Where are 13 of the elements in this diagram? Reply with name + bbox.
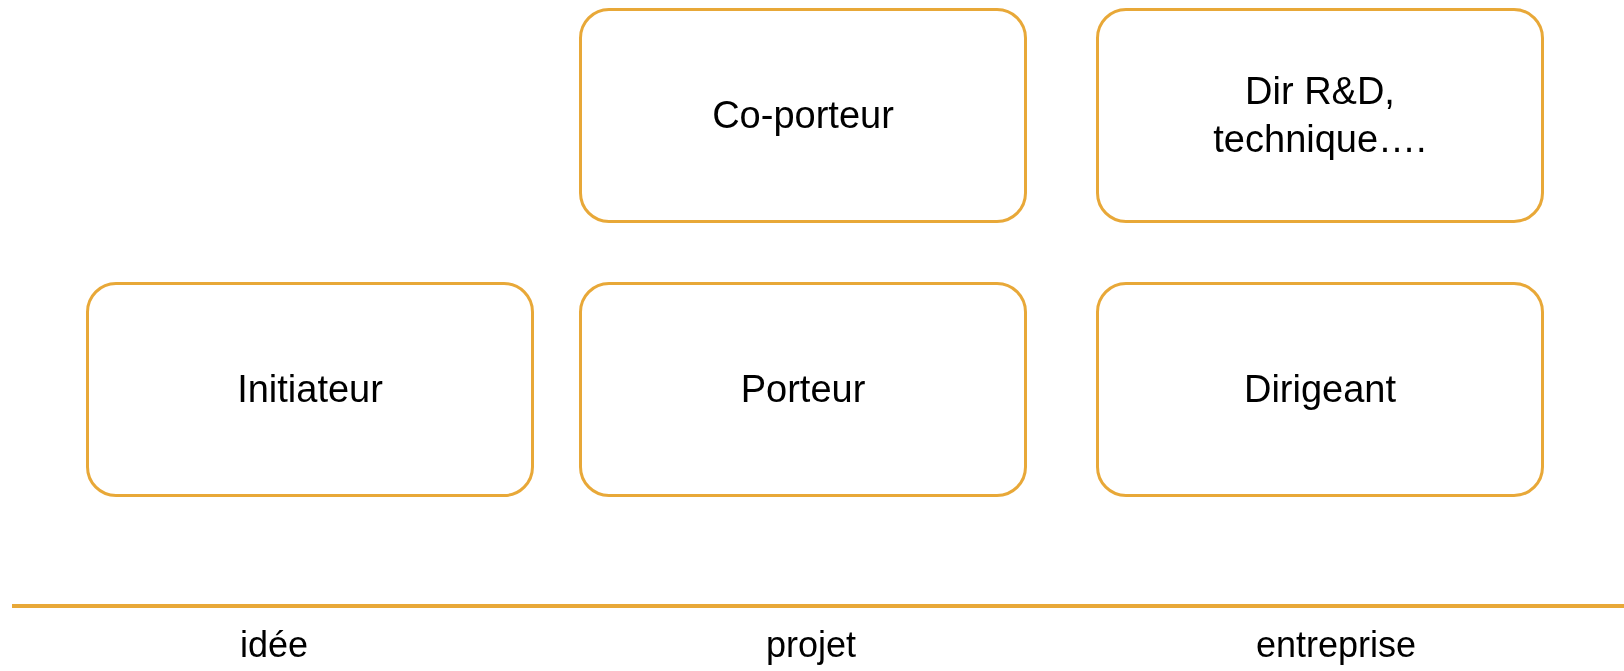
role-box [1096, 282, 1544, 497]
stage-label: entreprise [1255, 624, 1417, 666]
role-box [1096, 8, 1544, 223]
role-label: Dir R&D, technique…. [1212, 69, 1428, 162]
stage-label: projet [765, 624, 857, 666]
role-label: Dirigeant [1243, 366, 1397, 412]
role-label: Initiateur [237, 366, 383, 412]
role-label: Co-porteur [712, 92, 894, 138]
role-box [579, 8, 1027, 223]
stage-label: idée [239, 624, 309, 666]
role-label: Porteur [740, 366, 866, 412]
role-box [86, 282, 534, 497]
role-box [579, 282, 1027, 497]
